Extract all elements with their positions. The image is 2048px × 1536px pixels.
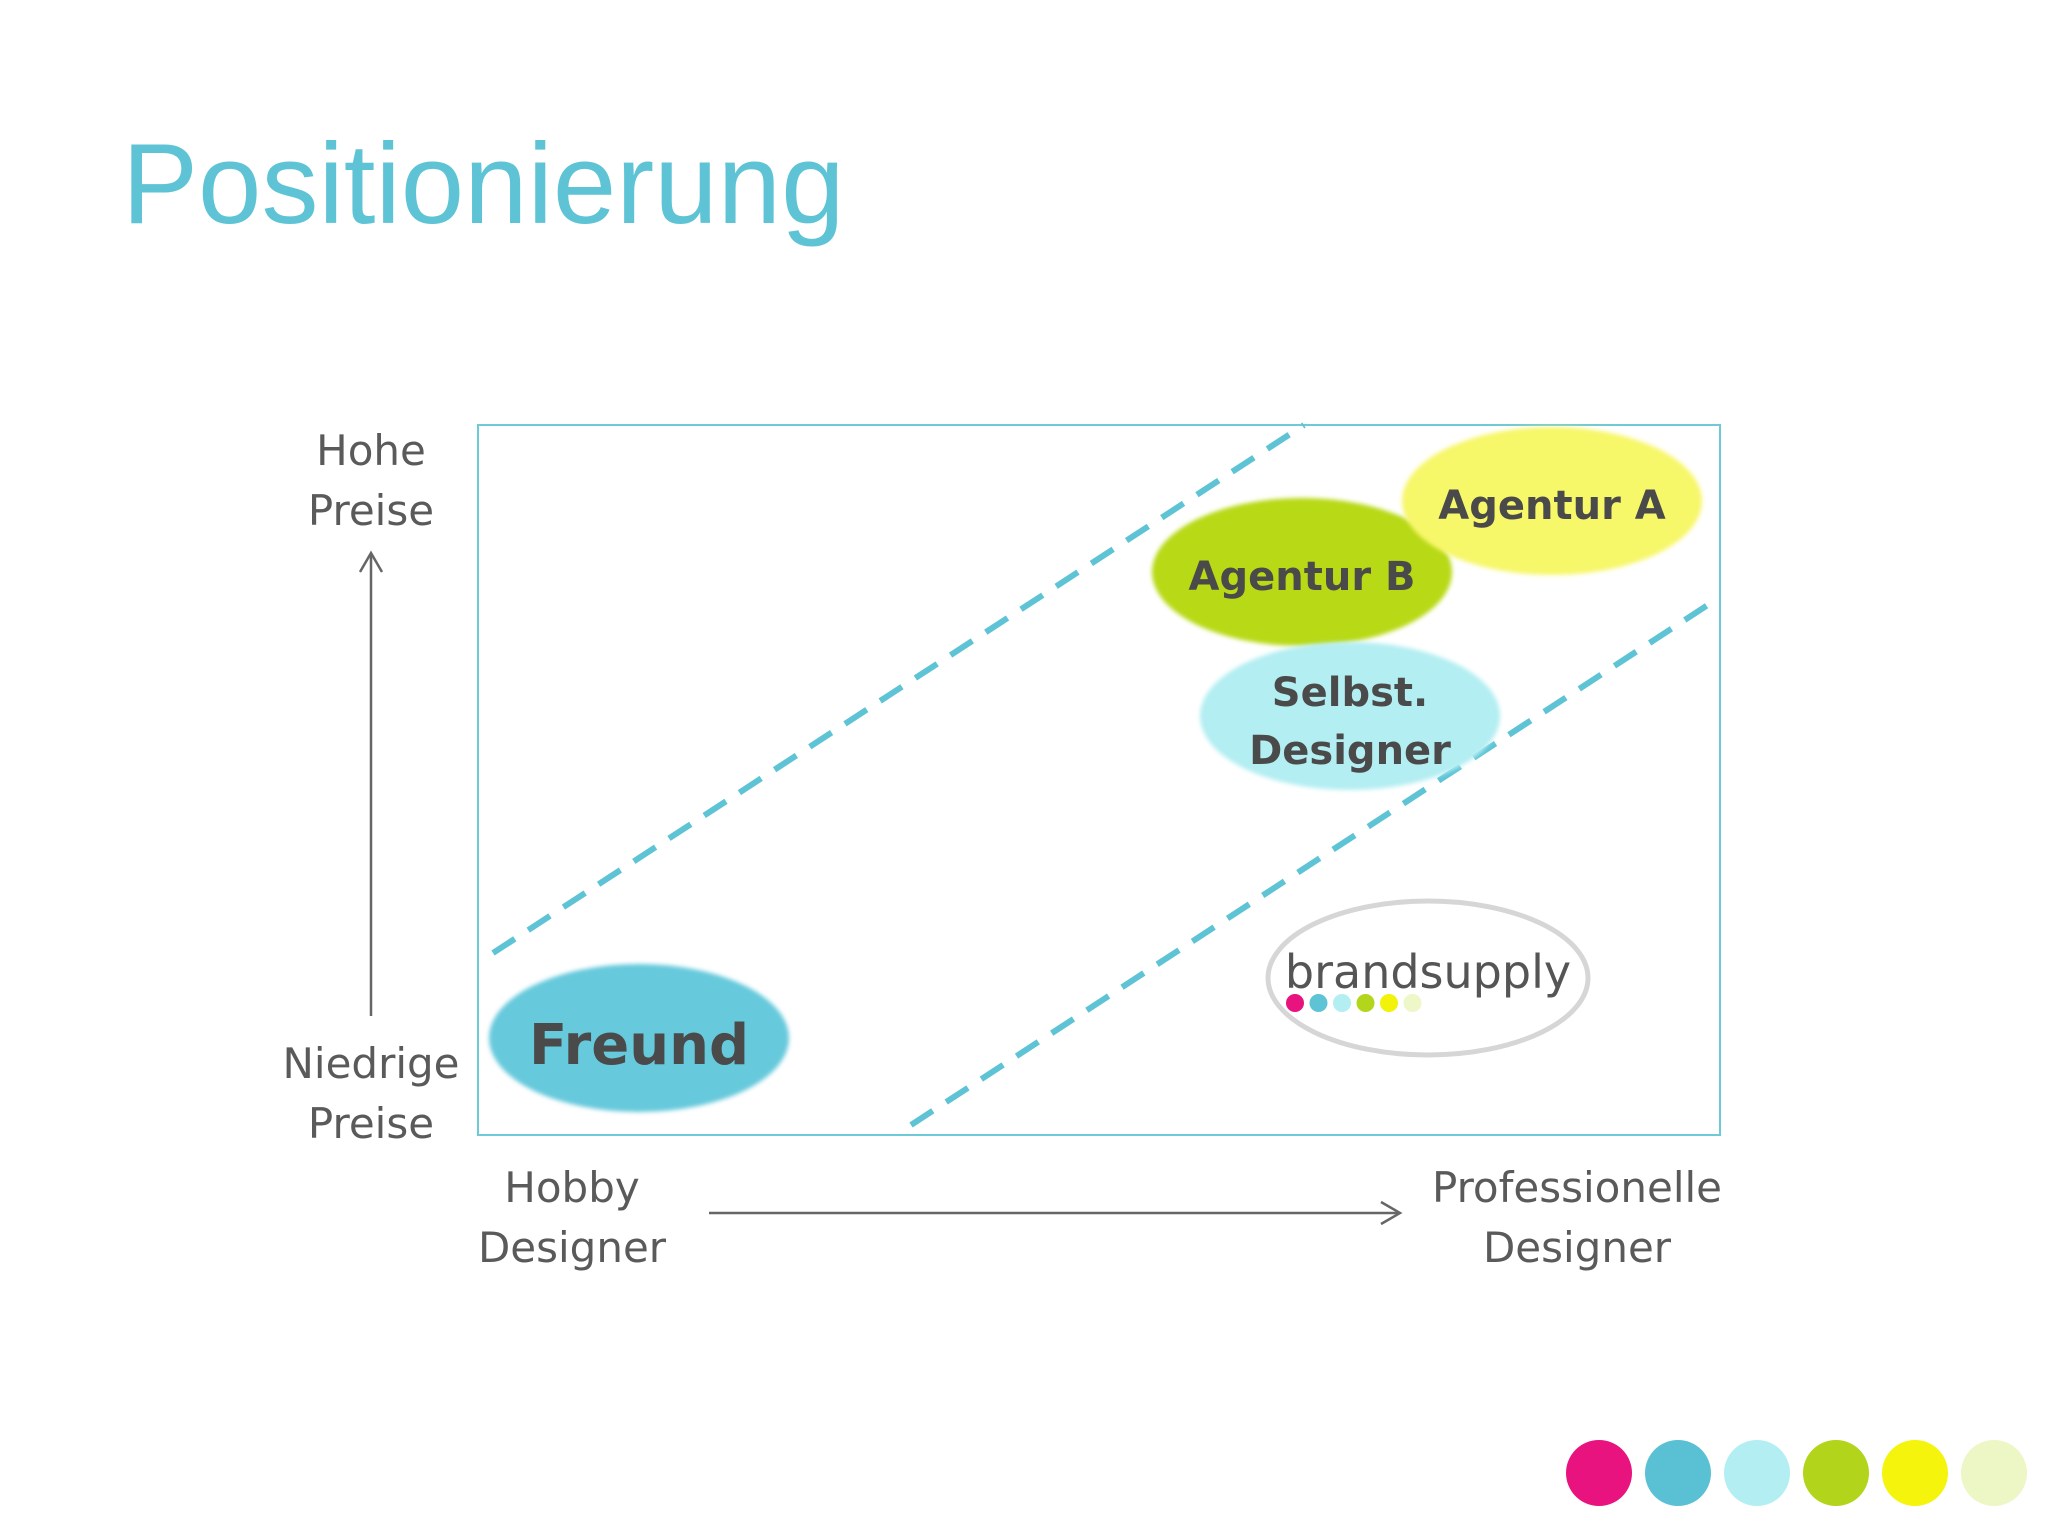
lower-dashed-band-line [909,594,1722,1128]
bubble-agentur-b-shape [1152,498,1452,646]
brandsupply-logo-dot [1309,994,1328,1012]
brandsupply-logo-dot [1403,994,1422,1012]
bubble-freund-label: Freund [529,1013,749,1078]
brand-color-dot [1566,1440,1632,1506]
brand-color-dot [1882,1440,1948,1506]
brand-color-dot [1724,1440,1790,1506]
y-axis-top-label-line2: Preise [308,486,434,535]
upper-dashed-band-line [491,422,1306,956]
bubble-freund: Freund [489,964,789,1112]
brand-color-dot [1803,1440,1869,1506]
brandsupply-logo: brandsupply [1265,898,1591,1058]
y-axis-top-label-line1: Hohe [316,426,426,475]
x-axis-right-label-line2: Designer [1483,1223,1672,1272]
y-axis-arrow-head [358,550,384,573]
bubble-agentur-a-shape [1402,427,1702,575]
bubble-agentur-b-label: Agentur B [1189,554,1416,600]
bubble-agentur-a-label: Agentur A [1438,483,1665,529]
y-axis-bottom-label-line1: Niedrige [282,1039,459,1088]
x-axis-left-label-line2: Designer [478,1223,667,1272]
brandsupply-logo-text: brandsupply [1285,945,1571,999]
x-axis-arrow-head [1380,1200,1403,1226]
bubble-selbst-designer-shape [1200,642,1500,790]
brand-color-dot [1645,1440,1711,1506]
bubble-selbst-designer: Selbst. Designer [1200,642,1500,790]
brandsupply-logo-dot [1356,994,1375,1012]
bubble-agentur-a: Agentur A [1402,427,1702,575]
brandsupply-logo-ring [1265,898,1591,1058]
page-title: Positionierung [122,121,845,248]
x-axis-left-label-line1: Hobby [504,1163,639,1212]
bubble-selbst-designer-label-line2: Designer [1249,728,1451,774]
y-axis-bottom-label-line2: Preise [308,1099,434,1148]
brand-color-dot [1961,1440,2027,1506]
bubble-agentur-b: Agentur B [1152,498,1452,646]
bubble-freund-shape [489,964,789,1112]
brand-color-dots [1566,1440,2027,1506]
bubble-selbst-designer-label-line1: Selbst. [1272,670,1428,716]
brandsupply-logo-dot [1380,994,1398,1012]
brandsupply-logo-dot [1333,994,1351,1012]
brandsupply-logo-dots [1286,994,1422,1012]
x-axis-right-label-line1: Professionelle [1432,1163,1722,1212]
brandsupply-logo-dot [1286,994,1304,1012]
